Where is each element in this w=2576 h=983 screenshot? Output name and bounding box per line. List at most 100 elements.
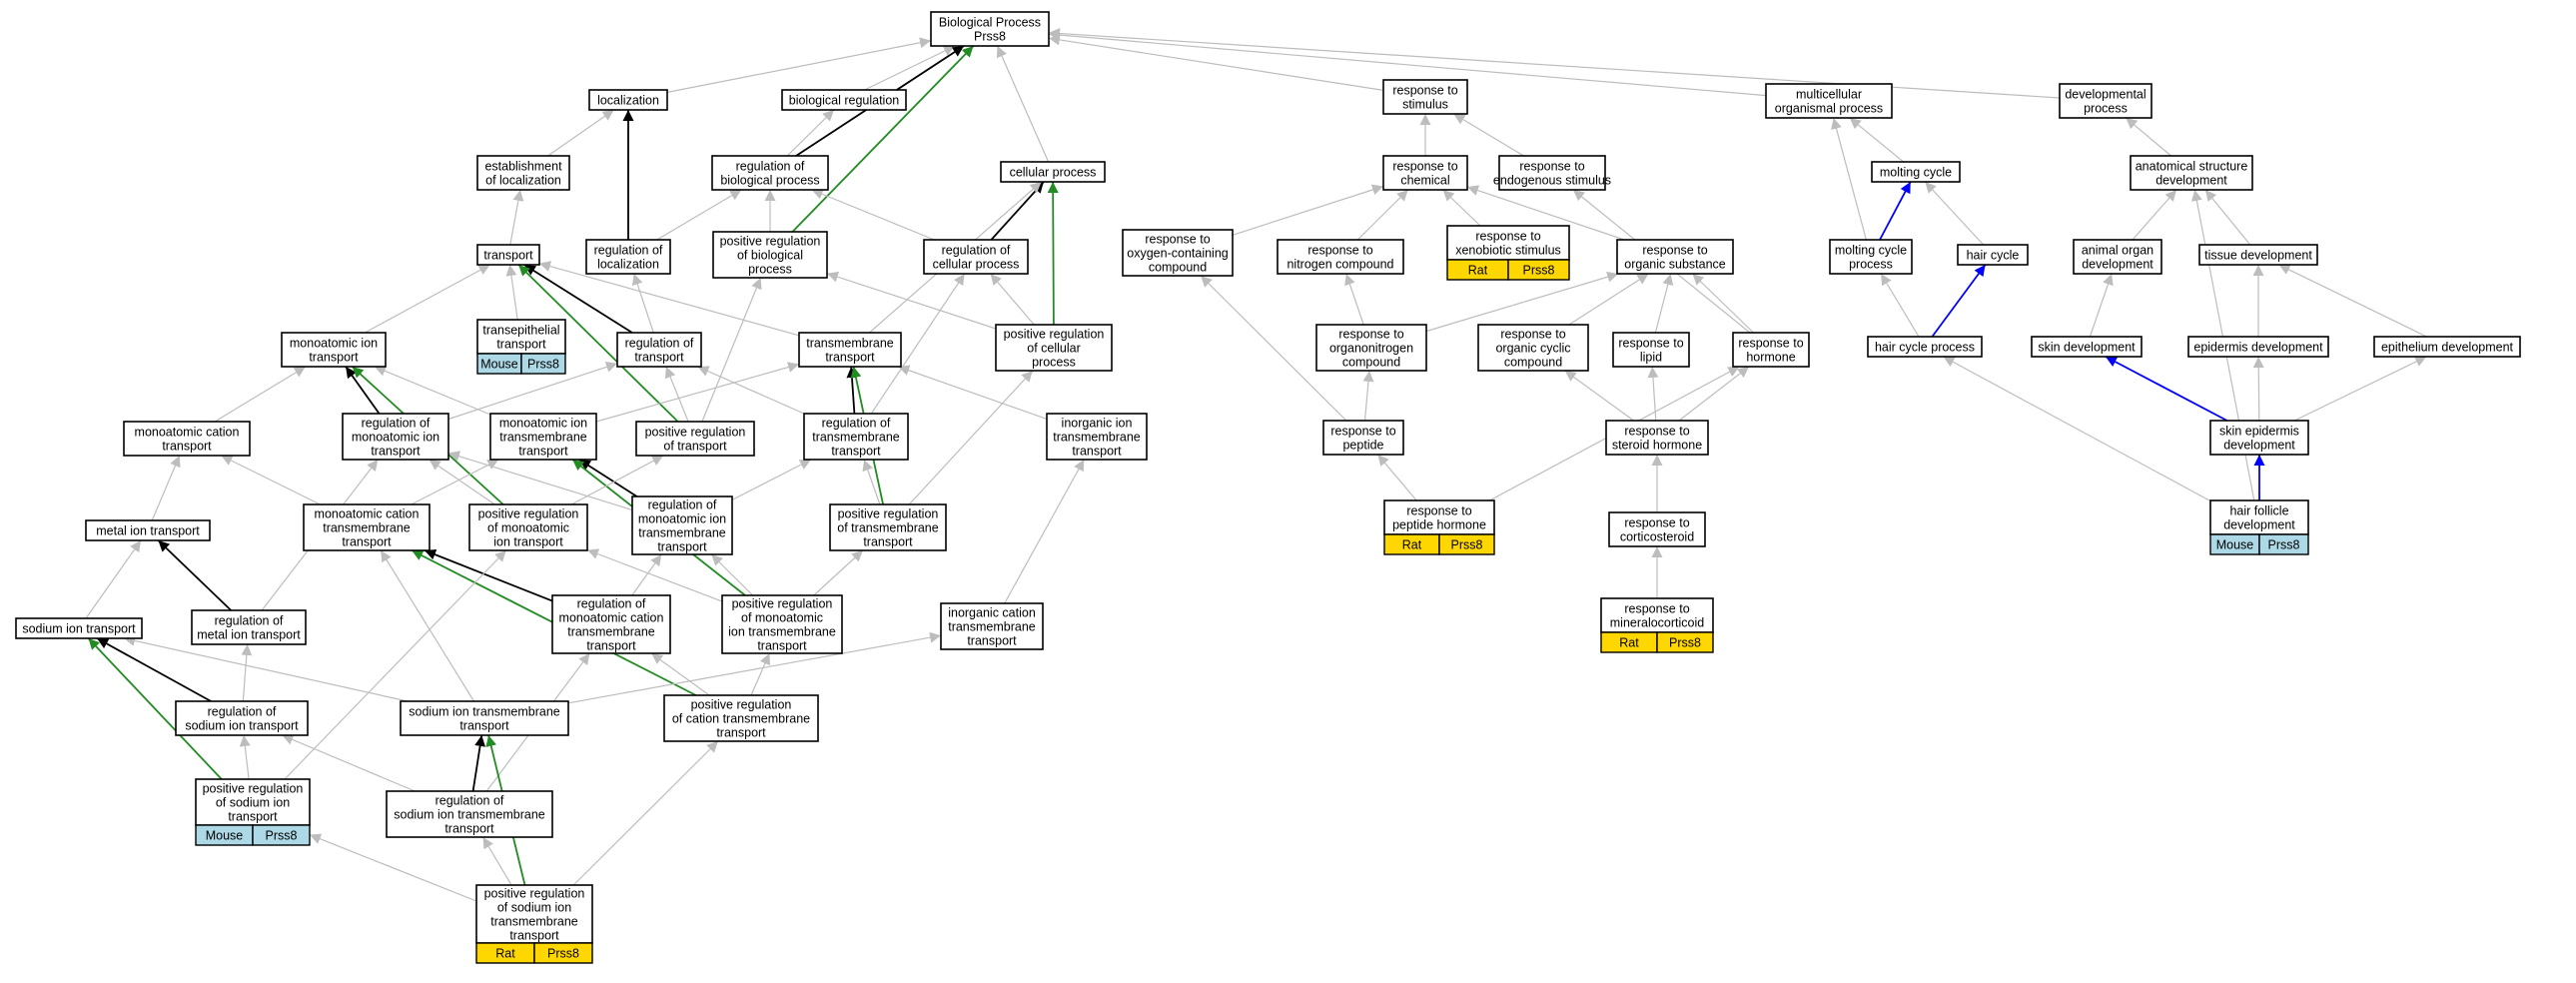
edge-posregsodium-to-sodium: [87, 637, 223, 780]
node-box: [1605, 420, 1709, 456]
node-box: [2209, 499, 2309, 535]
edge-transport-to-est: [509, 189, 524, 246]
node-label-line: regulation of: [736, 160, 805, 174]
node-label-line: localization: [597, 258, 659, 272]
node-tissue[interactable]: tissue development: [2198, 244, 2318, 266]
node-transport[interactable]: transport: [476, 244, 540, 266]
node-label-line: regulation of: [625, 337, 694, 351]
node-loc[interactable]: localization: [588, 89, 668, 111]
node-haircycle[interactable]: hair cycle: [1957, 244, 2029, 266]
node-label-line: organic substance: [1624, 258, 1726, 272]
species-badge-label: Rat: [1619, 636, 1639, 650]
node-label-line: transport: [309, 351, 359, 365]
node-label-line: of sodium ion: [216, 796, 290, 810]
node-label-line: transport: [863, 535, 913, 549]
node-label-line: cellular process: [933, 258, 1020, 272]
node-label-line: animal organ: [2082, 244, 2153, 258]
node-box: [1383, 499, 1495, 535]
node-molting[interactable]: molting cycle: [1871, 161, 1961, 183]
node-bioreg[interactable]: biological regulation: [781, 89, 907, 111]
node-box: [1871, 161, 1961, 183]
node-label-line: monoatomic ion: [499, 417, 587, 431]
node-label-line: regulation of: [215, 614, 284, 628]
node-epidermis[interactable]: epidermis development: [2187, 336, 2329, 358]
node-label-line: epidermis development: [2193, 341, 2323, 355]
node-label-line: corticosteroid: [1620, 530, 1694, 544]
node-label-line: transmembrane: [567, 625, 655, 639]
node-cellproc[interactable]: cellular process: [1000, 161, 1106, 183]
node-label-line: transport: [496, 338, 546, 352]
node-label-line: hair cycle process: [1875, 341, 1975, 355]
node-box: [1322, 420, 1404, 456]
node-metalion[interactable]: metal ion transport: [85, 519, 211, 541]
edge-regsodiumtm-to-regsodium: [282, 734, 416, 792]
edge-endo-to-stim: [1453, 113, 1524, 157]
node-epithelium[interactable]: epithelium development: [2373, 336, 2521, 358]
node-label-line: transport: [586, 639, 636, 653]
edge-posregtr-to-posregbp: [701, 277, 762, 423]
edge-posregcattm-to-regmonocattm: [650, 652, 710, 696]
node-label-line: transmembrane: [812, 431, 900, 445]
edge-posregtmtr-to-regtmtr: [862, 459, 881, 505]
node-sodium[interactable]: sodium ion transport: [15, 617, 143, 639]
node-skin[interactable]: skin development: [2031, 336, 2143, 358]
node-haircycproc[interactable]: hair cycle process: [1867, 336, 1983, 358]
node-label-line: ion transmembrane: [728, 625, 836, 639]
node-box: [15, 617, 143, 639]
